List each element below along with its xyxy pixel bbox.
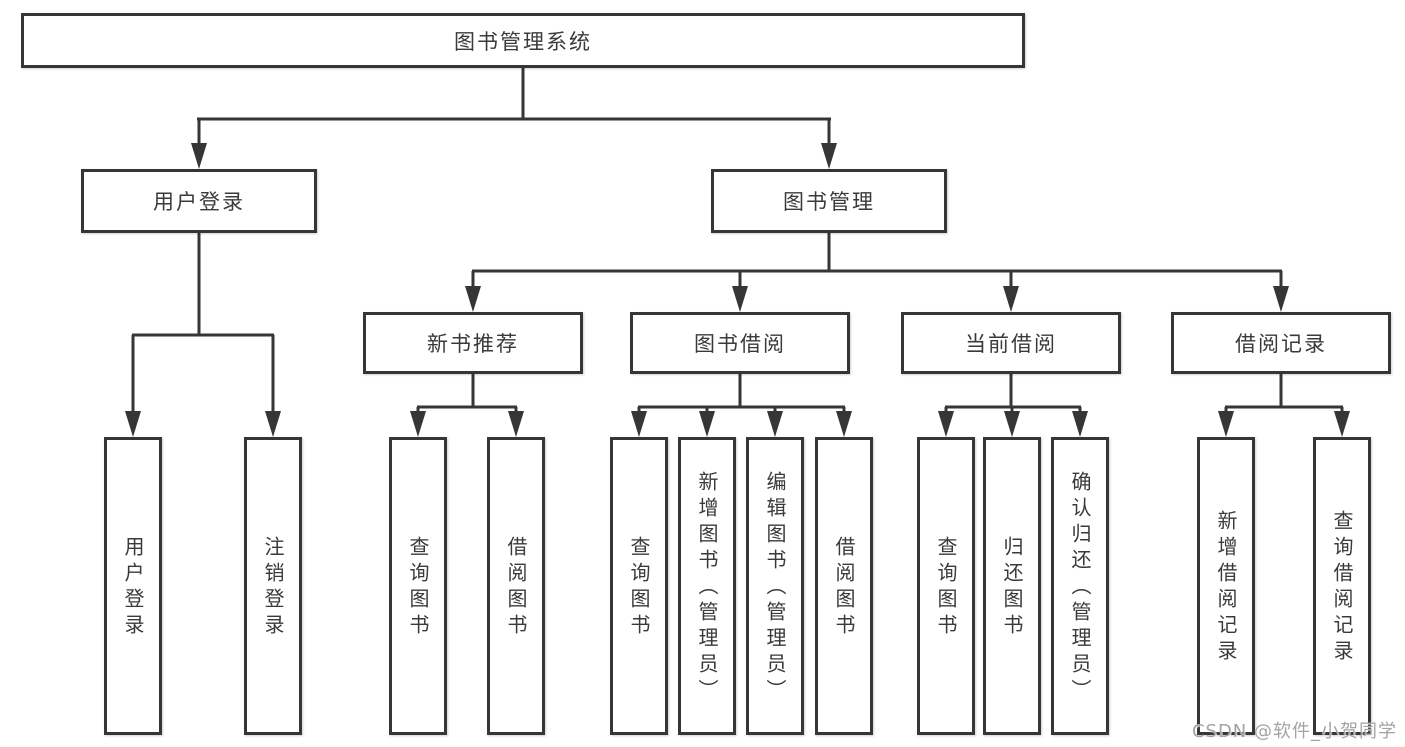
node-book-borrowing: 图书借阅 [630,312,850,374]
node-user-login: 用户登录 [81,169,317,233]
leaf-add-borrowing-record: 新增借阅记录 [1197,437,1255,735]
node-current-borrowing: 当前借阅 [901,312,1121,374]
leaf-logout: 注销登录 [244,437,302,735]
node-new-book-recommendation: 新书推荐 [363,312,583,374]
csdn-watermark: CSDN @软件_小贺同学 [1191,721,1397,742]
leaf-edit-books-admin: 编辑图书（管理员） [746,437,804,735]
leaf-query-books-current: 查询图书 [917,437,975,735]
leaf-borrow-books-recommend: 借阅图书 [487,437,545,735]
leaf-query-borrowing-record: 查询借阅记录 [1313,437,1371,735]
node-book-management: 图书管理 [711,169,947,233]
node-library-management-system: 图书管理系统 [21,13,1025,68]
node-borrowing-records: 借阅记录 [1171,312,1391,374]
leaf-add-books-admin: 新增图书（管理员） [678,437,736,735]
leaf-return-books: 归还图书 [983,437,1041,735]
leaf-user-login: 用户登录 [104,437,162,735]
leaf-confirm-return-admin: 确认归还（管理员） [1051,437,1109,735]
leaf-query-books-recommend: 查询图书 [389,437,447,735]
leaf-query-books-borrowing: 查询图书 [610,437,668,735]
leaf-borrow-books-borrowing: 借阅图书 [815,437,873,735]
